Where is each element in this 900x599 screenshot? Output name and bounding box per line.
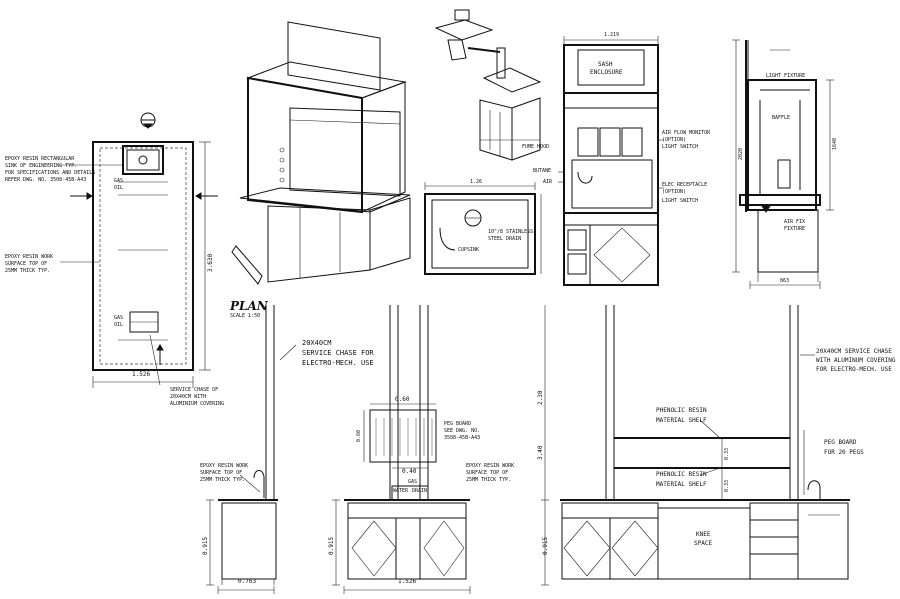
plan-chase-line1: SERVICE CHASE OF: [170, 387, 219, 393]
duct-system: [434, 9, 542, 161]
elev3-total: 3.40: [537, 445, 544, 460]
elevation-3: [541, 305, 850, 586]
air-fix-line1: AIR FIX: [784, 219, 806, 225]
plan-width-dim: 1.526: [132, 371, 151, 378]
elev2-sink-dim: 0.40: [402, 468, 417, 475]
elev2-peg-line2: SEE DWG. NO.: [444, 428, 481, 434]
fume-hood-label: FUME HOOD: [522, 144, 550, 150]
light-switch-1: LIGHT SWITCH: [662, 144, 699, 150]
elev1-width: 0.763: [238, 578, 257, 585]
plan-epoxy-work-line1: EPOXY RESIN WORK: [5, 254, 54, 260]
plan-oil-2: OIL: [114, 322, 124, 328]
elev3-chase-line1: 20X40CM SERVICE CHASE: [816, 348, 892, 355]
airflow-line2: (OPTION): [662, 137, 687, 143]
elev3-chase-line2: WITH ALUMINUM COVERING: [816, 357, 896, 364]
fume-hood-isometric: [231, 21, 411, 285]
elev2-epoxy-line2: SURFACE TOP OF: [466, 470, 509, 476]
elev1-epoxy-line3: 25MM THICK TYP.: [200, 477, 246, 483]
elev3-shelf2-line2: MATERIAL SHELF: [656, 481, 707, 488]
elev3-peg-line1: PEG BOARD: [824, 439, 857, 446]
elev3-knee-line2: SPACE: [694, 540, 713, 547]
baffle-label: BAFFLE: [772, 115, 791, 121]
front-dim-top: 1.219: [604, 32, 620, 38]
plan-view: [60, 112, 218, 388]
fume-hood-front: [558, 36, 664, 286]
elev3-shelf1-line2: MATERIAL SHELF: [656, 417, 707, 424]
sink-drain-line2: STEEL DRAIN: [488, 236, 522, 242]
plan-epoxy-rect-line2: SINK OF ENGINEERING TYP.: [5, 163, 78, 169]
section-dim-2: 1640: [832, 137, 838, 150]
section-dim-1: 2020: [738, 147, 744, 160]
sink-dim-top: 1.26: [470, 179, 483, 185]
elev2-width: 1.526: [398, 578, 417, 585]
elev3-shelf2-line1: PHENOLIC RESIN: [656, 471, 707, 478]
butane-label: BUTANE: [533, 168, 552, 174]
elevation-2: [332, 305, 471, 594]
plan-epoxy-rect-line1: EPOXY RESIN RECTANGULAR: [5, 156, 75, 162]
air-label: AIR: [543, 179, 553, 185]
elev2-peg-height: 0.60: [356, 429, 362, 442]
elev2-drain: DRAIN: [412, 488, 428, 494]
plan-epoxy-rect-line3: FOR SPECIFICATIONS AND DETAILS: [5, 170, 96, 176]
plan-scale: SCALE 1:50: [230, 313, 261, 319]
section-dim-base: 863: [780, 278, 790, 284]
elev3-height: 0.915: [542, 536, 549, 555]
elev3-chase-line3: FOR ELECTRO-MECH. USE: [816, 366, 892, 373]
light-switch-2: LIGHT SWITCH: [662, 198, 699, 204]
air-fix-line2: FIXTURE: [784, 226, 806, 232]
plan-gas-2: GAS: [114, 315, 124, 321]
plan-oil-1: OIL: [114, 185, 124, 191]
elev2-peg-width: 0.60: [395, 396, 410, 403]
light-fixture-label: LIGHT FIXTURE: [766, 73, 806, 79]
fume-hood-section: [732, 39, 834, 289]
sash-line2: ENCLOSURE: [590, 69, 623, 76]
elev1-chase-line2: SERVICE CHASE FOR: [302, 349, 374, 357]
elevation-1: [206, 305, 297, 594]
sink-side-view: [424, 182, 542, 275]
elev3-shelf-dim: 0.33: [724, 447, 730, 460]
elev1-height: 0.915: [202, 536, 209, 555]
plan-height-dim: 3.630: [207, 253, 214, 272]
plan-chase-line3: ALUMINIUM COVERING: [170, 401, 225, 407]
sink-cupsink-label: CUPSINK: [458, 247, 480, 253]
plan-title: PLAN: [230, 299, 268, 313]
elev3-shelf1-line1: PHENOLIC RESIN: [656, 407, 707, 414]
elev2-water: WATER: [393, 488, 409, 494]
elev1-chase-line1: 20X40CM: [302, 339, 332, 347]
elev1-chase-line3: ELECTRO-MECH. USE: [302, 359, 374, 367]
elev2-height: 0.915: [328, 536, 335, 555]
elev2-peg-line1: PEG BOARD: [444, 421, 472, 427]
elev3-peg-line2: FOR 20 PEGS: [824, 449, 864, 456]
plan-chase-line2: 20X40CM WITH: [170, 394, 207, 400]
elev1-epoxy-line1: EPOXY RESIN WORK: [200, 463, 249, 469]
elev3-shelf-dim-2: 0.33: [724, 479, 730, 492]
plan-gas-1: GAS: [114, 178, 124, 184]
sash-line1: SASH: [598, 61, 613, 68]
elev3-upper: 2.30: [537, 390, 544, 405]
elev2-epoxy-line1: EPOXY RESIN WORK: [466, 463, 515, 469]
elev2-peg-line3: 3508-45B-A43: [444, 435, 481, 441]
elec-line2: (OPTION): [662, 189, 687, 195]
plan-epoxy-rect-line4: REFER DWG. NO. 3508-45B-A43: [5, 177, 87, 183]
airflow-line1: AIR FLOW MONITOR: [662, 130, 711, 136]
elev3-knee-line1: KNEE: [696, 531, 711, 538]
plan-epoxy-work-line2: SURFACE TOP OF: [5, 261, 48, 267]
elev2-epoxy-line3: 25MM THICK TYP.: [466, 477, 512, 483]
elec-line1: ELEC RECEPTACLE: [662, 182, 708, 188]
elev2-gas: GAS: [408, 479, 418, 485]
sink-drain-line1: 10"/8 STAINLESS: [488, 229, 534, 235]
plan-epoxy-work-line3: 25MM THICK TYP.: [5, 268, 51, 274]
elev1-epoxy-line2: SURFACE TOP OF: [200, 470, 243, 476]
